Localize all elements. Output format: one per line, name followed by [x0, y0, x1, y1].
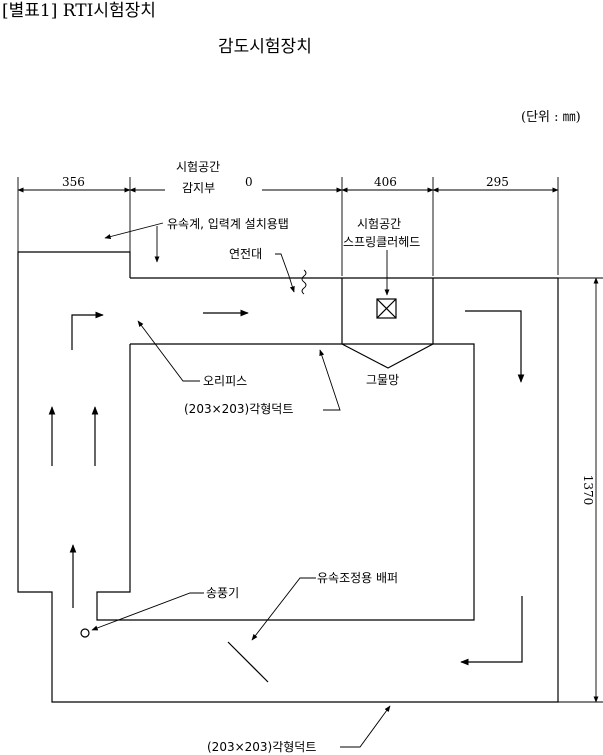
meter-mount-leader: [104, 222, 164, 263]
flow-direction-arrows: [48, 309, 525, 666]
dimension-1370: 1370: [581, 475, 595, 506]
meter-mount-label: 유속계, 입력계 설치용탭: [167, 217, 289, 231]
grille-label: 그물망: [366, 373, 399, 387]
flow-baffle-leader: [251, 577, 316, 641]
blower-leader: [91, 592, 204, 631]
dust-box-squiggle: [301, 269, 307, 295]
blower-label: 송풍기: [206, 586, 239, 600]
unit-label: (단위 : ㎜): [521, 110, 581, 125]
dust-box-leader: [275, 253, 295, 293]
outer-duct-leader: [340, 705, 391, 748]
test-space-label-line1: 시험공간: [176, 160, 220, 174]
test-space-label-line2: 감지부: [182, 181, 215, 195]
inner-duct-leader: [319, 349, 341, 411]
diagram-title: 감도시험장치: [218, 37, 312, 57]
dimension-extension-lines: [17, 177, 603, 703]
outer-duct-label: (203×203)각형덕트: [207, 740, 316, 754]
blower-icon: [80, 628, 90, 638]
inner-duct-label: (203×203)각형덕트: [184, 402, 293, 416]
dimension-406: 406: [374, 175, 397, 189]
outer-duct-wall: [17, 251, 559, 703]
dust-box-label: 연전대: [229, 247, 262, 261]
dimension-356: 356: [62, 175, 85, 189]
dimension-295: 295: [486, 175, 509, 189]
document-label: [별표1] RTI시험장치: [2, 1, 156, 21]
dimension-lines: [17, 187, 599, 703]
inner-duct-wall: [96, 343, 475, 621]
flow-baffle: [227, 641, 269, 683]
orifice-label: 오리피스: [203, 374, 247, 388]
flow-baffle-label: 유속조정용 배퍼: [317, 571, 398, 585]
orifice-leader: [137, 320, 200, 382]
test-sprinkler-label-line1: 시험공간: [357, 217, 401, 231]
test-sprinkler-label-line2: 스프링클러헤드: [343, 235, 420, 249]
dimension-0: 0: [245, 175, 253, 189]
test-section: [341, 278, 434, 369]
sprinkler-head-icon: [376, 298, 397, 319]
